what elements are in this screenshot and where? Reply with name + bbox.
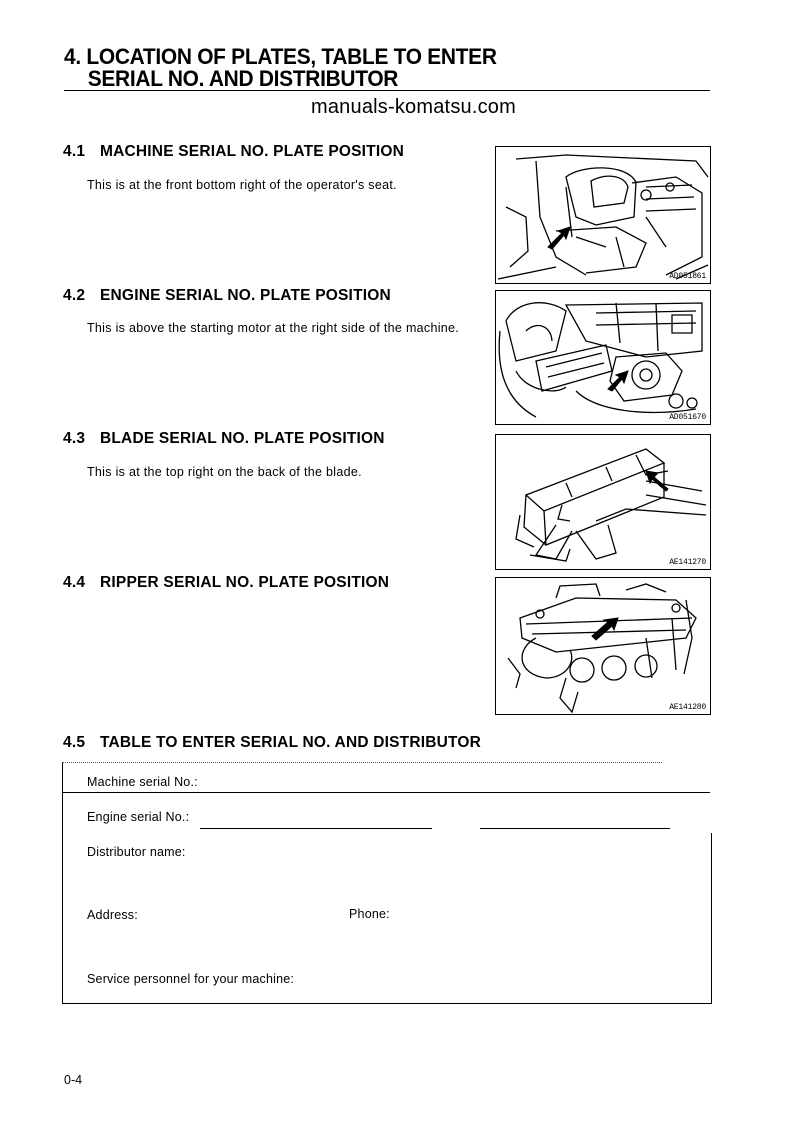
service-personnel-label: Service personnel for your machine: [87,972,295,986]
section-title: RIPPER SERIAL NO. PLATE POSITION [100,574,390,591]
arrow-icon [645,470,669,492]
chapter-title: 4. LOCATION OF PLATES, TABLE TO ENTER SE… [64,46,497,90]
watermark: manuals-komatsu.com [311,96,516,118]
form-right-border [711,833,712,1003]
section-title: ENGINE SERIAL NO. PLATE POSITION [100,287,391,304]
section-number: 4.3 [63,430,86,447]
figure-code: AE141280 [669,703,706,712]
section-heading-4-3: 4.3 BLADE SERIAL NO. PLATE POSITION [63,430,385,448]
engine-serial-line-2[interactable] [480,828,670,829]
address-label: Address: [87,908,138,922]
section-heading-4-4: 4.4 RIPPER SERIAL NO. PLATE POSITION [63,574,389,592]
figure-engine-serial-plate: AD051670 [495,290,711,425]
blade-illustration [515,448,707,562]
engine-illustration [498,302,703,418]
phone-label: Phone: [349,907,390,921]
arrow-icon [547,226,571,250]
chapter-title-line1: 4. LOCATION OF PLATES, TABLE TO ENTER [64,44,497,69]
operator-seat-illustration [497,154,709,280]
section-number: 4.1 [63,143,86,160]
figure-blade-serial-plate: AE141270 [495,434,711,570]
section-number: 4.4 [63,574,86,591]
engine-serial-label: Engine serial No.: [87,810,190,824]
figure-code: AD051861 [669,272,706,281]
ripper-illustration [507,583,697,714]
engine-serial-line[interactable] [200,828,432,829]
chapter-title-line2: SERIAL NO. AND DISTRIBUTOR [87,66,399,91]
distributor-name-label: Distributor name: [87,845,186,859]
section-text-4-3: This is at the top right on the back of … [87,465,362,479]
section-number: 4.2 [63,287,86,304]
section-text-4-1: This is at the front bottom right of the… [87,178,397,192]
section-heading-4-5: 4.5 TABLE TO ENTER SERIAL NO. AND DISTRIB… [63,734,481,752]
section-title: TABLE TO ENTER SERIAL NO. AND DISTRIBUTO… [100,734,482,751]
section-title: BLADE SERIAL NO. PLATE POSITION [100,430,385,447]
arrow-icon [591,617,619,641]
section-title: MACHINE SERIAL NO. PLATE POSITION [100,143,404,160]
section-heading-4-2: 4.2 ENGINE SERIAL NO. PLATE POSITION [63,287,391,305]
page-number: 0-4 [64,1073,83,1087]
title-rule [64,90,710,91]
arrow-icon [607,370,629,392]
figure-machine-serial-plate: AD051861 [495,146,711,284]
section-number: 4.5 [63,734,86,751]
machine-serial-line[interactable] [62,792,710,793]
figure-code: AE141270 [669,558,706,567]
form-bottom-border [62,1003,712,1004]
serial-distributor-form [62,762,712,1003]
figure-code: AD051670 [669,413,706,422]
form-top-border [62,762,662,763]
machine-serial-label: Machine serial No.: [87,775,198,789]
figure-ripper-serial-plate: AE141280 [495,577,711,715]
section-heading-4-1: 4.1 MACHINE SERIAL NO. PLATE POSITION [63,143,404,161]
section-text-4-2: This is above the starting motor at the … [87,321,460,335]
